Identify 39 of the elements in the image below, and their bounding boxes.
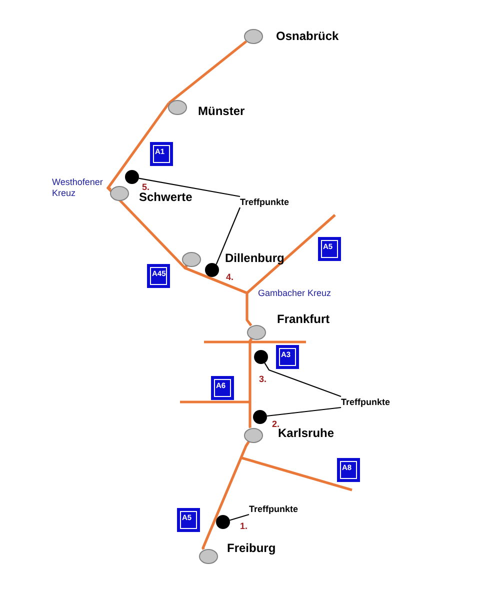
point-number: 1. [240, 521, 248, 531]
city-marker [198, 548, 218, 564]
leader-line [266, 406, 342, 417]
city-label: Frankfurt [277, 312, 330, 326]
city-marker [182, 252, 200, 266]
city-label: Osnabrück [276, 29, 339, 43]
meeting-point-dot [125, 170, 139, 184]
city-marker [168, 100, 186, 114]
city-marker [244, 428, 262, 442]
callout-label: Treffpunkte [240, 196, 290, 208]
leader-line [216, 207, 240, 265]
road-line [248, 338, 253, 428]
road-line [202, 441, 250, 550]
point-number: 5. [142, 182, 150, 192]
city-marker [110, 186, 128, 200]
leader-line [264, 362, 342, 398]
road-line [106, 102, 170, 190]
city-marker [244, 28, 262, 44]
city-label: Karlsruhe [278, 426, 334, 440]
city-label: Freiburg [227, 541, 276, 555]
city-label: Schwerte [139, 190, 192, 204]
meeting-point-dot [253, 410, 267, 424]
leader-line [138, 178, 240, 198]
callout-label: Treffpunkte [249, 504, 298, 514]
point-number: 4. [226, 272, 234, 282]
city-label: Dillenburg [225, 251, 284, 265]
city-marker [246, 324, 266, 340]
meeting-point-dot [216, 515, 230, 529]
meeting-point-dot [254, 350, 268, 364]
junction-label: Westhofener Kreuz [52, 177, 104, 199]
road-line [168, 40, 248, 104]
callout-label: Treffpunkte [341, 396, 390, 408]
junction-label: Gambacher Kreuz [258, 288, 332, 299]
city-label: Münster [198, 104, 245, 118]
point-number: 3. [259, 374, 267, 384]
road-line [184, 264, 252, 326]
leader-line [230, 514, 250, 521]
point-number: 2. [272, 419, 280, 429]
meeting-point-dot [205, 263, 219, 277]
